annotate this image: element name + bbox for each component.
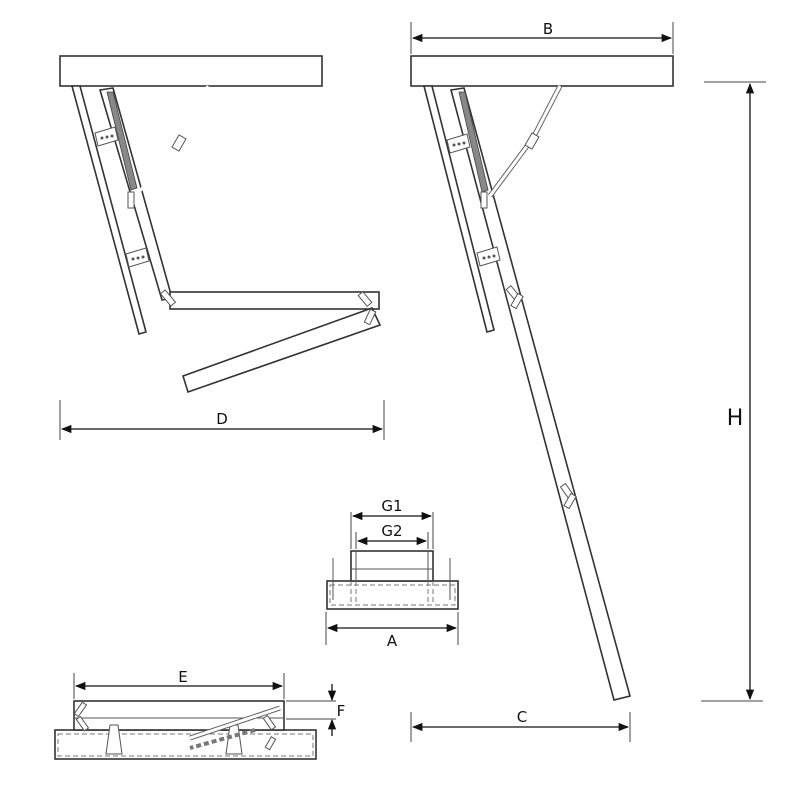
label-d: D: [216, 410, 228, 428]
dimension-c: C: [410, 708, 631, 742]
dimension-b: B: [410, 20, 674, 54]
hatch-frame: [410, 55, 674, 87]
label-e: E: [178, 668, 187, 686]
hatch-frame: [59, 55, 323, 87]
ladder-stack-end: [350, 550, 434, 582]
label-b: B: [543, 20, 553, 38]
dimension-e: E: [73, 668, 285, 699]
label-g1: G1: [381, 497, 402, 515]
label-f: F: [337, 702, 346, 720]
label-c: C: [517, 708, 527, 726]
label-h: H: [727, 406, 744, 431]
folded-side-view: [54, 700, 317, 760]
dimension-d: D: [59, 400, 385, 440]
partially-unfolded-view: [59, 55, 382, 394]
label-a: A: [387, 632, 398, 650]
dimension-a: A: [325, 612, 459, 650]
dimension-g2: G2: [355, 522, 429, 549]
spring: [106, 91, 138, 191]
ladder-section-2: [169, 291, 380, 310]
spring: [458, 91, 489, 193]
ladder-full: [449, 87, 631, 701]
folded-end-view: [326, 550, 459, 610]
fully-extended-view: [410, 55, 674, 701]
dimension-g1: G1: [350, 497, 434, 549]
ladder-section-3: [182, 307, 382, 394]
frame-end: [326, 580, 459, 610]
ladder-stack-side: [73, 700, 285, 731]
dimension-f: F: [286, 684, 345, 736]
hatch-door: [422, 85, 495, 333]
hatch-door: [70, 85, 147, 335]
label-g2: G2: [381, 522, 402, 540]
dimension-h: H: [701, 81, 766, 702]
